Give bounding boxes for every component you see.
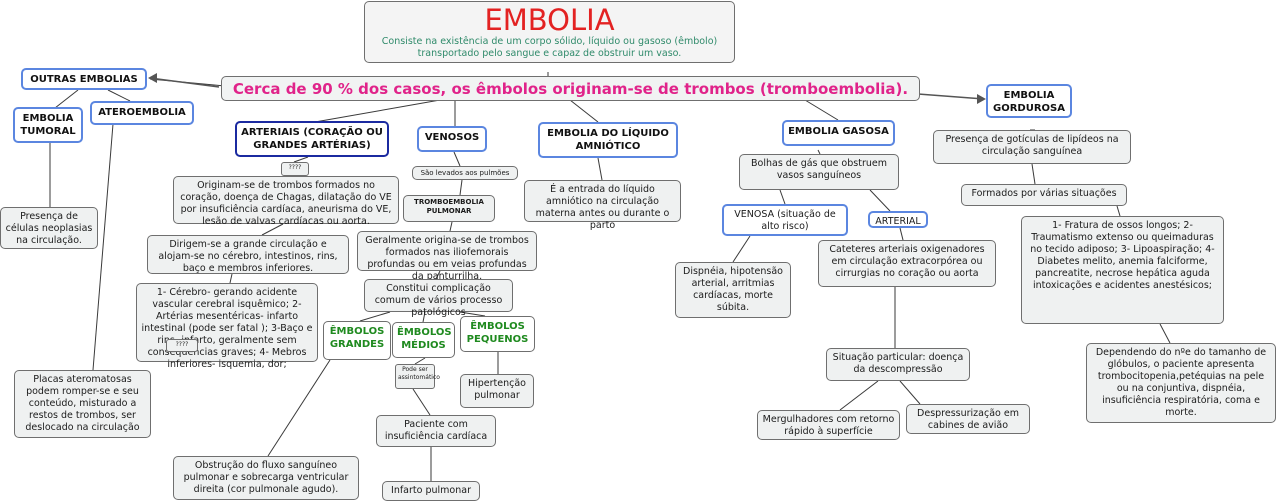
arrowhead-outras: [148, 73, 157, 83]
gasosa-despressurizacao: Despressurização em cabines de avião: [906, 404, 1030, 434]
gasosa-cateteres: Cateteres arteriais oxigenadores em circ…: [818, 240, 996, 287]
embolia-gordurosa-header: EMBOLIA GORDUROSA: [986, 84, 1072, 118]
ateroembolia-description: Placas ateromatosas podem romper-se e se…: [14, 370, 151, 438]
title-definition: Consiste na existência de um corpo sólid…: [381, 36, 718, 59]
link-situacao-mergulh: [839, 380, 879, 411]
embolia-liquido-amniotico-header: EMBOLIA DO LÍQUIDO AMNIÓTICO: [538, 122, 678, 158]
title-node: EMBOLIA Consiste na existência de um cor…: [364, 1, 735, 63]
gasosa-sintomas: Dispnéia, hipotensão arterial, arritmias…: [675, 262, 791, 318]
infarto-pulmonar: Infarto pulmonar: [382, 481, 480, 501]
link-bolhas-venosa: [779, 189, 786, 205]
arrowhead-gordurosa: [977, 94, 986, 104]
link-assint-paciente: [412, 388, 431, 416]
link-origina-complic: [435, 270, 441, 280]
link-outras-tumoral: [54, 89, 79, 109]
link-medios-assint: [414, 357, 426, 365]
amniotico-description: É a entrada do líquido amniótico na circ…: [524, 180, 681, 231]
arrow-central-gordurosa: [917, 93, 985, 100]
arteriais-header: ARTERIAIS (CORAÇÃO OU GRANDES ARTÉRIAS): [235, 121, 389, 157]
page-title: EMBOLIA: [484, 3, 615, 37]
embolia-tumoral-header: EMBOLIA TUMORAL: [13, 107, 83, 143]
link-central-amniotico: [569, 99, 599, 123]
venosos-origem: Geralmente origina-se de trombos formado…: [357, 231, 537, 282]
gordurosa-consequencias: Dependendo do nºe do tamanho de glóbulos…: [1086, 343, 1276, 423]
link-bolhas-arterial: [869, 189, 891, 212]
venosos-header: VENOSOS: [417, 126, 487, 152]
ateroembolia-header: ATEROEMBOLIA: [90, 101, 194, 125]
embolos-medios: ÊMBOLOS MÉDIOS: [392, 322, 455, 358]
link-venosos-sao: [453, 151, 461, 167]
venosos-complicacao: Constitui complicação comum de vários pr…: [364, 279, 513, 318]
arteriais-consequencias: 1- Cérebro- gerando acidente vascular ce…: [136, 283, 318, 370]
arteriais-origin: Originam-se de trombos formados no coraç…: [173, 176, 399, 227]
central-statement: Cerca de 90 % dos casos, os êmbolos orig…: [221, 76, 920, 101]
link-arterial-cateteres: [899, 227, 904, 241]
gasosa-bolhas: Bolhas de gás que obstruem vasos sanguín…: [739, 154, 899, 190]
link-complic-grandes: [359, 311, 391, 322]
link-sao-trombo: [459, 179, 463, 196]
link-arteriais-q1: [293, 156, 309, 163]
hipertensao-pulmonar: Hipertenção pulmonar: [460, 374, 534, 408]
link-grandes-obstrucao: [267, 359, 331, 457]
embolos-pequenos: ÊMBOLOS PEQUENOS: [460, 316, 535, 352]
paciente-insuficiencia: Paciente com insuficiência cardíaca: [376, 415, 496, 447]
link-amniotico-desc: [597, 157, 603, 181]
question-badge-1: ????: [281, 162, 309, 176]
arrow-central-outras: [149, 77, 220, 88]
link-venosa-dispneia: [732, 235, 751, 263]
link-trombo-origina: [449, 221, 453, 232]
link-origin-dirigem: [261, 223, 284, 236]
link-outras-atero: [107, 89, 131, 102]
gasosa-venosa: VENOSA (situação de alto risco): [722, 204, 848, 236]
link-dirigem-list: [229, 273, 233, 284]
outras-embolias-header: OUTRAS EMBOLIAS: [21, 68, 147, 90]
link-central-arteriais: [314, 99, 441, 123]
link-atero-desc: [92, 123, 114, 371]
link-presenca-formados: [1031, 163, 1036, 185]
venosos-sao-levados: São levados aos pulmões: [412, 166, 518, 180]
gasosa-mergulhadores: Mergulhadores com retorno rápido à super…: [757, 410, 900, 440]
embolia-gasosa-header: EMBOLIA GASOSA: [782, 120, 895, 146]
link-gasosa-bolhas: [817, 149, 821, 155]
gordurosa-presenca: Presença de gotículas de lipídeos na cir…: [933, 130, 1131, 164]
tromboembolia-pulmonar: TROMBOEMBOLIA PULMONAR: [403, 195, 495, 222]
link-lista-dependendo: [1159, 323, 1171, 344]
embolos-grandes: ÊMBOLOS GRANDES: [323, 321, 391, 360]
gordurosa-formados: Formados por várias situações: [961, 184, 1127, 206]
link-complic-medios: [422, 311, 426, 323]
link-complic-pequenos: [459, 311, 486, 317]
link-situacao-despress: [899, 380, 921, 405]
arteriais-destino: Dirigem-se a grande circulação e alojam-…: [147, 235, 349, 274]
question-badge-2: ????: [166, 339, 198, 352]
gasosa-descompressao: Situação particular: doença da descompre…: [826, 348, 970, 381]
obstrucao-fluxo: Obstrução do fluxo sanguíneo pulmonar e …: [173, 456, 359, 500]
link-central-gasosa: [804, 99, 839, 121]
gasosa-arterial: ARTERIAL: [868, 211, 928, 228]
pode-ser-assintomatico: Pode ser assintomático: [395, 364, 440, 389]
link-formados-lista: [1116, 205, 1121, 217]
tumoral-description: Presença de células neoplasias na circul…: [0, 207, 98, 249]
gordurosa-situacoes-lista: 1- Fratura de ossos longos; 2- Traumatis…: [1021, 216, 1224, 324]
